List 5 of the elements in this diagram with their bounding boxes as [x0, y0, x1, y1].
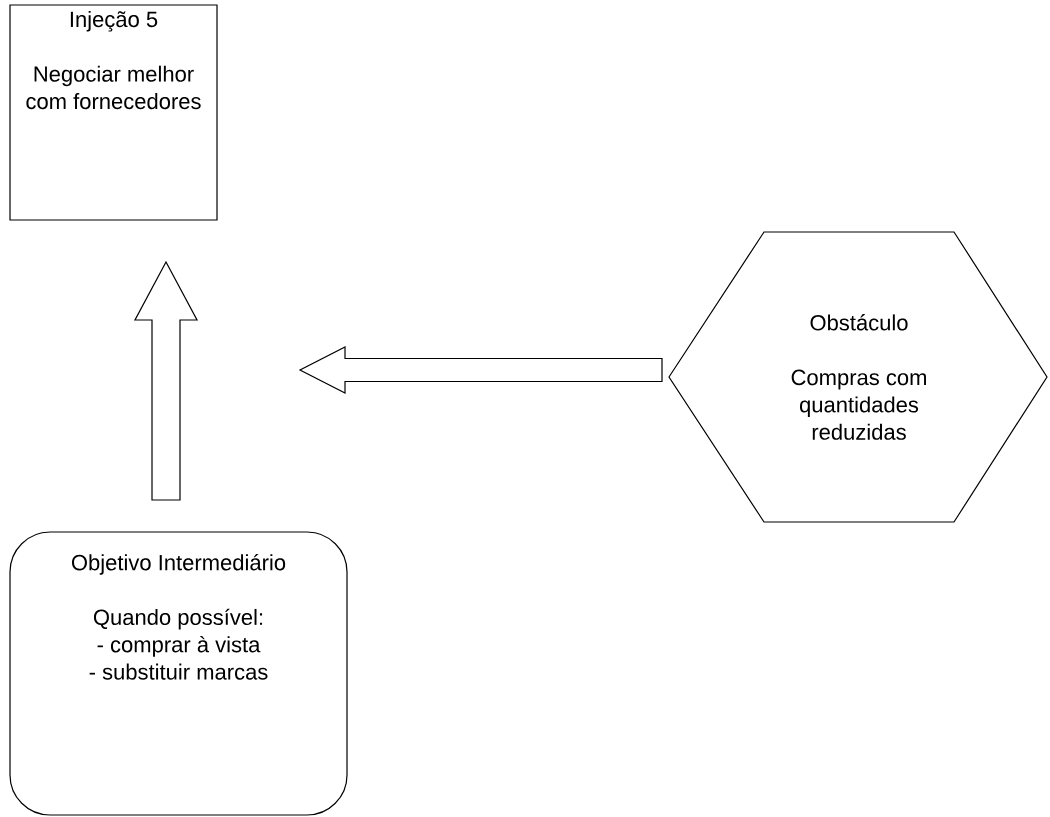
- block-arrow: [134, 260, 198, 501]
- text-box: Injeção 5 Negociar melhor com fornecedores: [9, 4, 218, 221]
- block-arrow: [298, 346, 663, 394]
- hexagon: Obstáculo Compras com quantidades reduzidas: [668, 231, 1048, 523]
- rounded-box: Objetivo Intermediário Quando possível: - comprar à vista - substituir marcas: [9, 531, 348, 816]
